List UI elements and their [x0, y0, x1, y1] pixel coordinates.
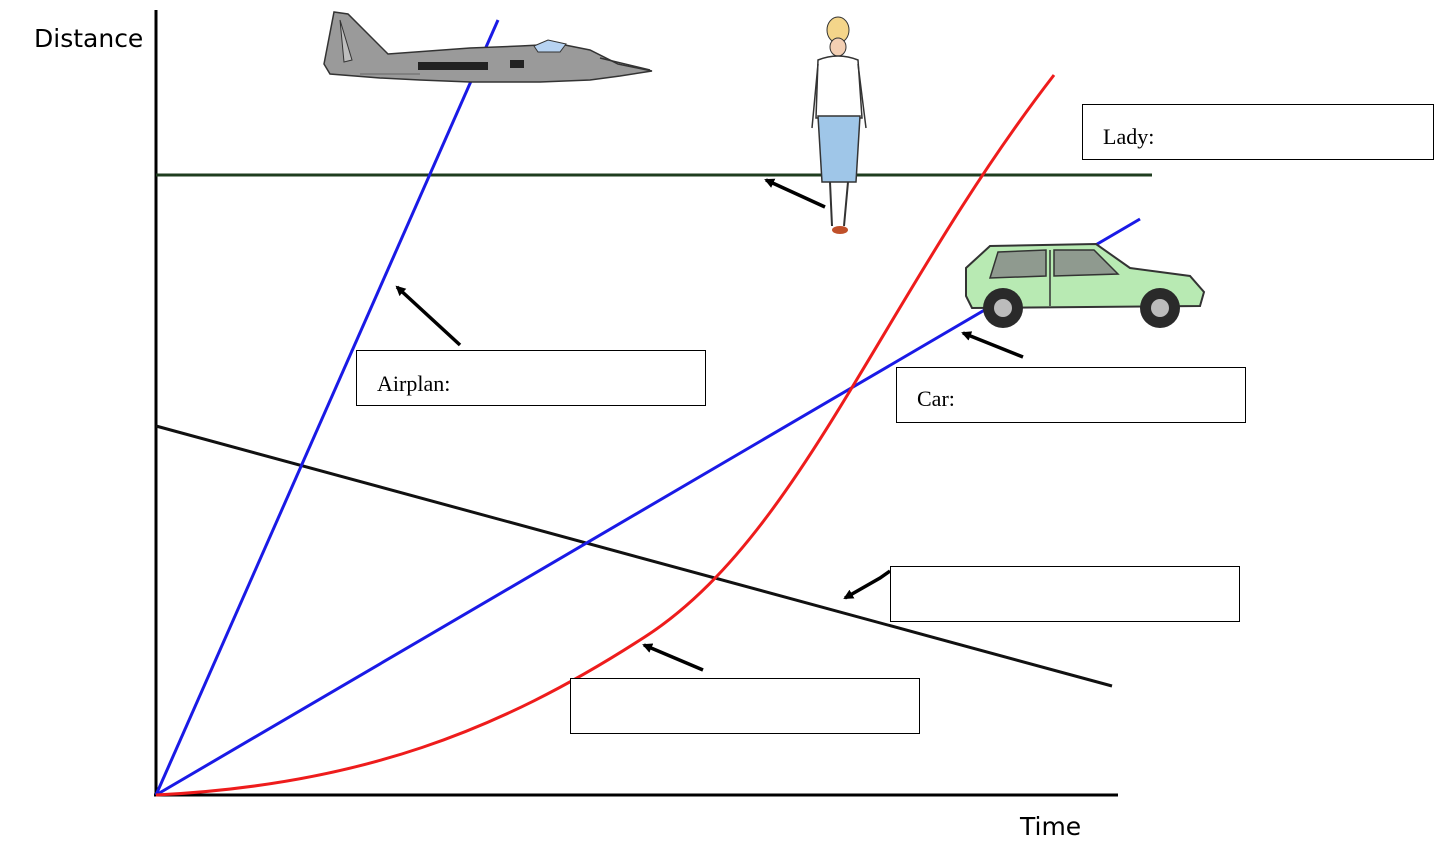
black-line-label-box[interactable] [890, 566, 1240, 622]
red-curve-arrow [642, 643, 704, 672]
red-curve-label-box[interactable] [570, 678, 920, 734]
airplane-label-box[interactable]: Airplan: [356, 350, 706, 406]
y-axis-title: Distance [34, 24, 144, 53]
airplane-icon [323, 11, 653, 83]
car-arrow [961, 331, 1024, 359]
lady-label-box[interactable]: Lady: [1082, 104, 1434, 160]
red-curve [155, 74, 1056, 797]
airplane-arrow [395, 285, 462, 347]
airplane-line [154, 19, 500, 796]
black-line [155, 424, 1113, 688]
car-label-box[interactable]: Car: [896, 367, 1246, 423]
car-line [155, 217, 1141, 797]
car-icon [965, 242, 1206, 328]
lady-arrow [764, 178, 826, 209]
lady-icon [811, 16, 867, 234]
x-axis-title: Time [1020, 812, 1082, 841]
black-line-arrow [843, 569, 892, 600]
